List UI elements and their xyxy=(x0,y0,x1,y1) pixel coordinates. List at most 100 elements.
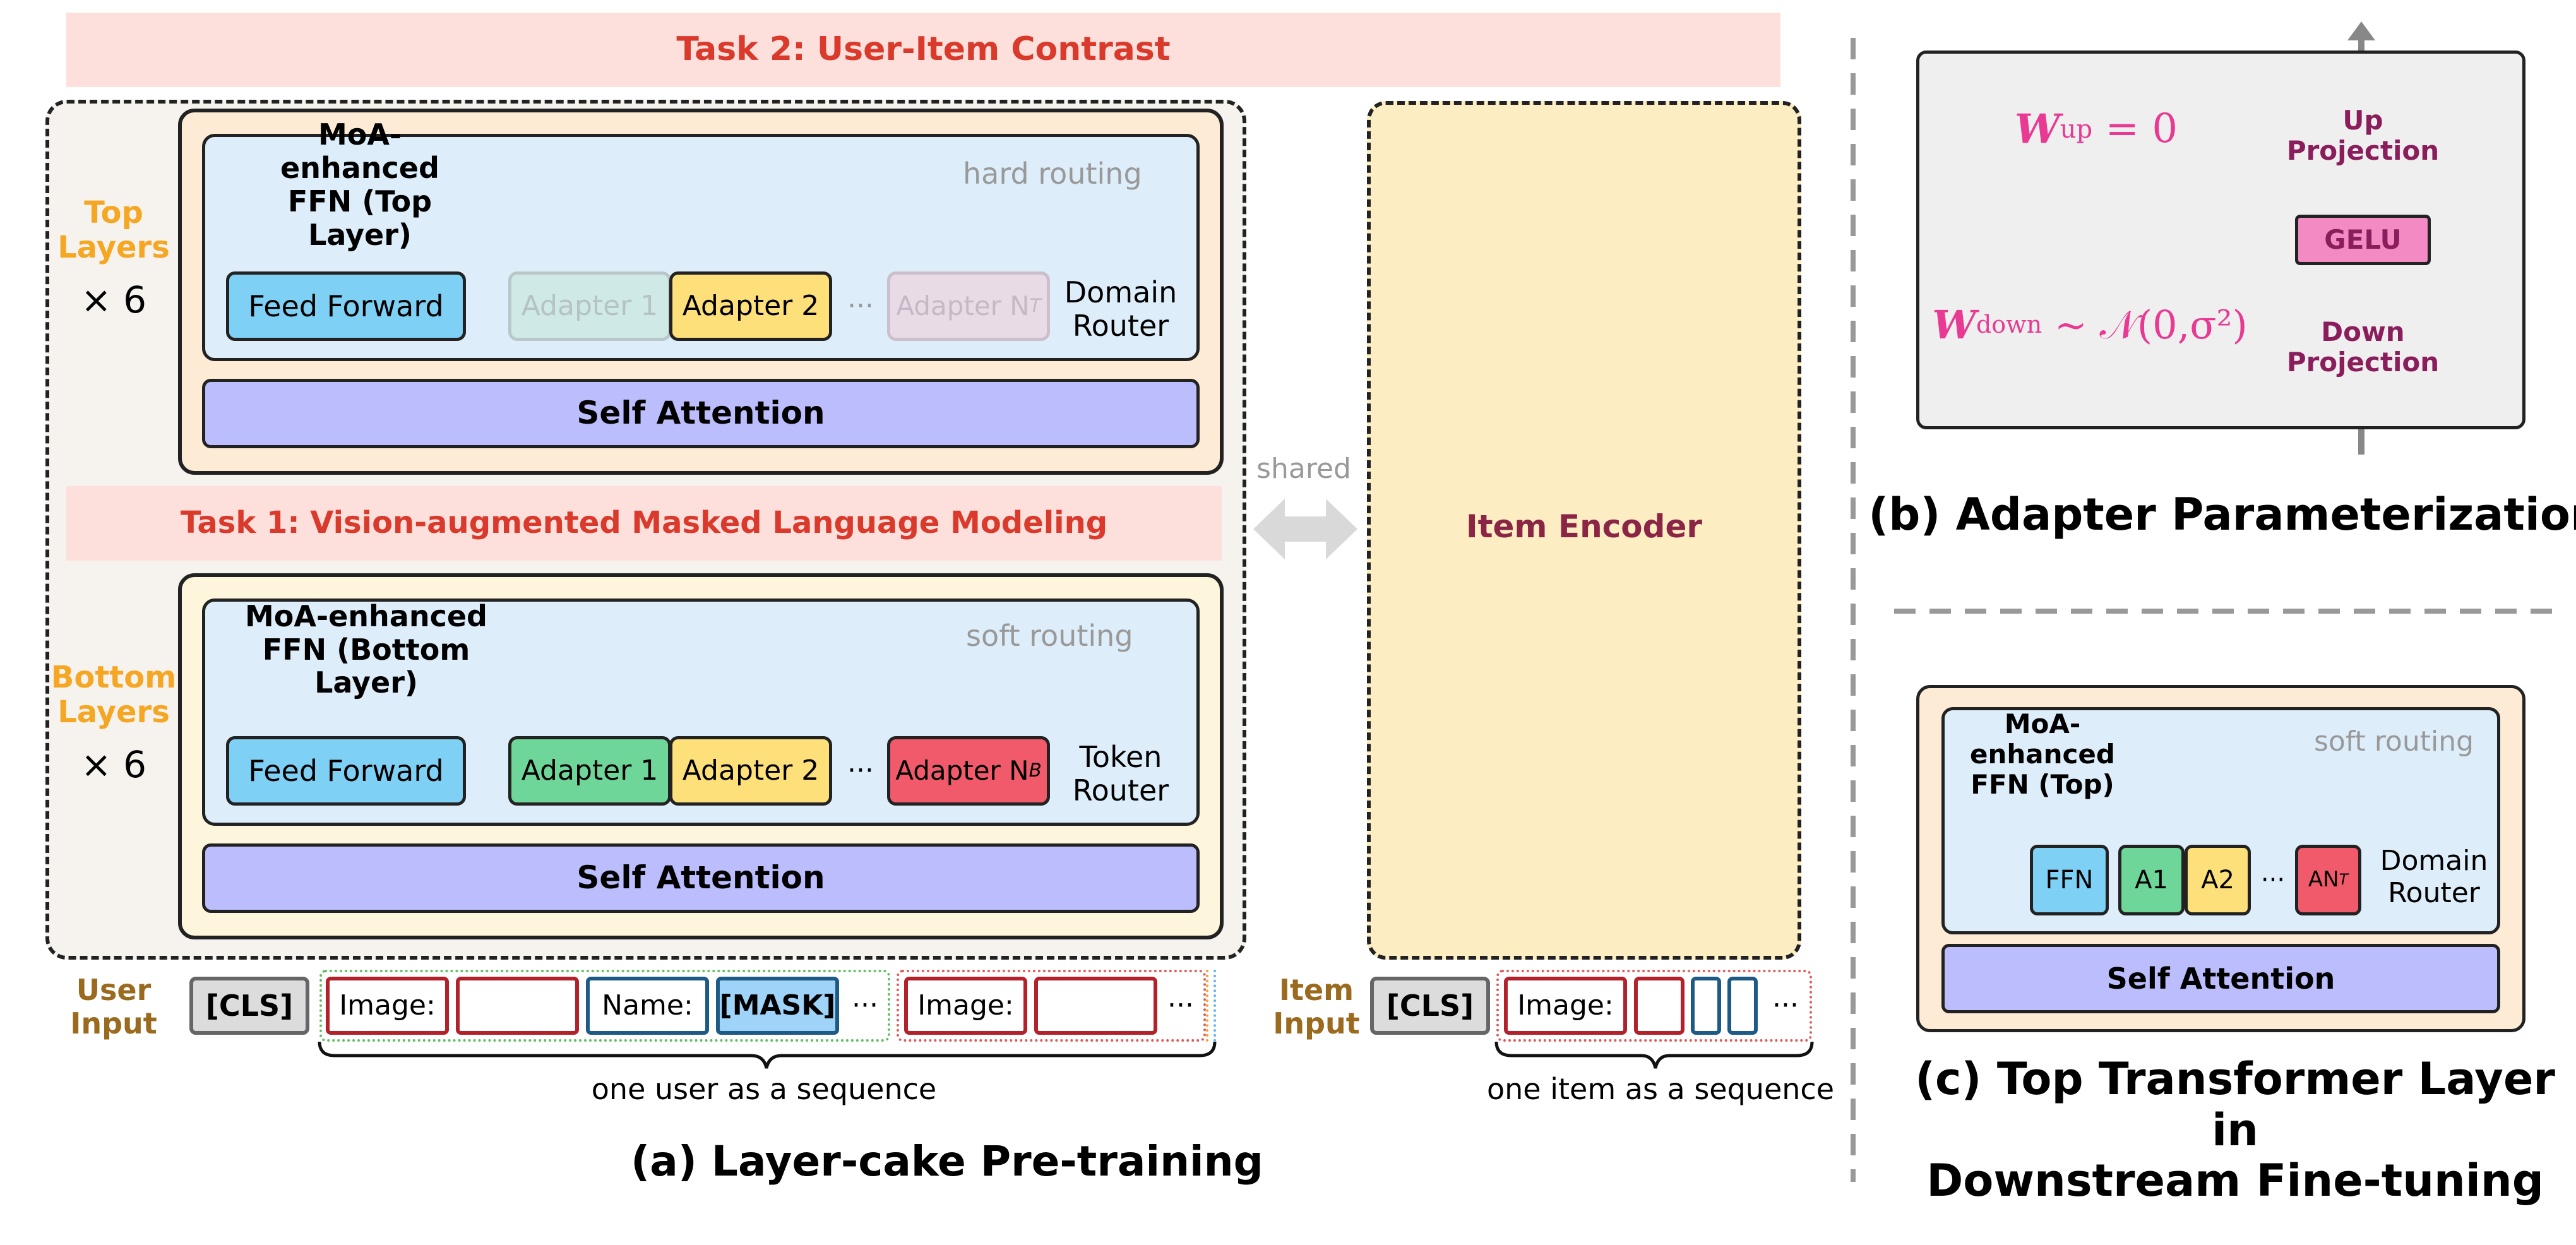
w-down-symbol: W xyxy=(1932,302,1976,348)
panel-c-an-label-subscript: T xyxy=(2339,871,2349,889)
item-token-blank-2 xyxy=(1727,977,1758,1035)
user-mask-token xyxy=(716,977,839,1035)
w-down-subscript: down xyxy=(1976,311,2042,339)
panel-c-self-attention-box xyxy=(1941,944,2500,1013)
panel-c-moa-title: MoA-enhanced FFN (Top) xyxy=(1970,708,2115,801)
user-sequence-brace xyxy=(318,1041,1217,1069)
top-adapterN-box xyxy=(887,271,1050,341)
user-image1-label: Image: xyxy=(339,989,436,1022)
item-sequence-brace xyxy=(1494,1041,1814,1069)
task1-label: Task 1: Vision-augmented Masked Language… xyxy=(180,505,1108,541)
top-routing-label: hard routing xyxy=(963,156,1142,191)
task2-label: Task 2: User-Item Contrast xyxy=(676,30,1171,69)
bottom-adapter2-box xyxy=(669,736,832,806)
user-image2-label: Image: xyxy=(917,989,1014,1022)
top-feed-forward-label: Feed Forward xyxy=(248,289,444,323)
panel-c-ffn-box xyxy=(2030,845,2109,915)
top-layers-count: × 6 xyxy=(81,278,146,321)
user-image2-picture xyxy=(1034,977,1157,1035)
top-adapterN-label-text: Adapter N xyxy=(896,290,1030,321)
user-dots1: ··· xyxy=(852,989,878,1022)
top-layers-label: Top Layers xyxy=(57,194,170,265)
down-projection-label: Down Projection xyxy=(2286,316,2440,378)
user-segment-3-dotted xyxy=(1206,970,1216,1042)
panel-c-an-label-text: AN xyxy=(2308,867,2339,893)
top-feed-forward-box xyxy=(226,271,466,341)
bottom-adapter1-label: Adapter 1 xyxy=(521,754,659,787)
bottom-adapterN-label-text: Adapter N xyxy=(895,754,1029,786)
top-adapter2-label: Adapter 2 xyxy=(682,289,820,322)
bottom-adapterN-box xyxy=(887,736,1050,806)
item-cls-label: [CLS] xyxy=(1386,988,1474,1023)
gelu-box xyxy=(2295,215,2431,265)
item-image-token xyxy=(1504,977,1627,1035)
bottom-self-attention-box xyxy=(202,843,1200,913)
user-cls-token xyxy=(189,977,309,1035)
output-arrow-head xyxy=(2347,21,2375,40)
top-adapter1-box xyxy=(508,271,671,341)
w-up-symbol: W xyxy=(2014,105,2060,153)
top-self-attention-label: Self Attention xyxy=(576,395,825,432)
shared-label: shared xyxy=(1256,452,1351,485)
top-self-attention-box xyxy=(202,379,1200,448)
panel-c-a1-label: A1 xyxy=(2135,866,2168,895)
bottom-layers-count: × 6 xyxy=(81,742,146,786)
bottom-moa-title: MoA-enhanced FFN (Bottom Layer) xyxy=(245,599,487,700)
user-segment-2-dotted xyxy=(897,970,1206,1042)
user-name-token xyxy=(586,977,709,1035)
panel-c-routing-label: soft routing xyxy=(2314,725,2474,758)
bottom-routing-label: soft routing xyxy=(966,618,1133,653)
caption-b: (b) Adapter Parameterization xyxy=(1868,488,2576,540)
bottom-dots: ··· xyxy=(847,754,874,787)
caption-a: (a) Layer-cake Pre-training xyxy=(631,1137,1263,1186)
user-name-label: Name: xyxy=(602,989,693,1022)
item-dots: ··· xyxy=(1772,989,1799,1022)
top-moa-title: MoA-enhanced FFN (Top Layer) xyxy=(280,118,439,252)
top-router-label: Domain Router xyxy=(1064,275,1178,343)
item-input-label: Item Input xyxy=(1273,973,1360,1040)
bottom-self-attention-label: Self Attention xyxy=(576,859,825,897)
item-sequence-caption: one item as a sequence xyxy=(1486,1071,1835,1106)
user-input-label: User Input xyxy=(70,973,157,1040)
panel-c-a2-box xyxy=(2185,845,2251,915)
task2-banner xyxy=(66,13,1780,87)
bottom-router-label: Token Router xyxy=(1072,740,1169,807)
top-adapterN-label-subscript: T xyxy=(1029,295,1041,317)
w-down-distribution: ~ 𝒩(0,σ²) xyxy=(2042,302,2248,348)
panel-c-dots: ··· xyxy=(2260,866,2286,895)
item-segment-dotted xyxy=(1496,970,1812,1042)
item-cls-token xyxy=(1370,977,1490,1035)
top-adapter2-box xyxy=(669,271,832,341)
item-image-picture xyxy=(1634,977,1685,1035)
bottom-adapter1-box xyxy=(508,736,671,806)
caption-c: (c) Top Transformer Layer in Downstream … xyxy=(1915,1053,2555,1207)
panel-c-an-box xyxy=(2295,845,2361,915)
top-dots: ··· xyxy=(847,289,874,322)
panel-c-a1-box xyxy=(2118,845,2185,915)
user-cls-label: [CLS] xyxy=(205,988,294,1023)
shared-double-arrow xyxy=(1253,499,1357,559)
user-mask-label: [MASK] xyxy=(719,989,836,1022)
panel-c-ffn-label: FFN xyxy=(2045,866,2094,895)
bottom-adapter2-label: Adapter 2 xyxy=(682,754,820,787)
item-token-blank-1 xyxy=(1691,977,1721,1035)
top-adapter1-label: Adapter 1 xyxy=(521,289,659,322)
bottom-adapterN-label-subscript: B xyxy=(1029,760,1042,782)
user-sequence-caption: one user as a sequence xyxy=(591,1071,937,1106)
panel-c-router-label: Domain Router xyxy=(2380,845,2488,909)
panel-c-self-attention-label: Self Attention xyxy=(2106,961,2335,996)
item-encoder-label: Item Encoder xyxy=(1465,508,1703,545)
panel-c-a2-label: A2 xyxy=(2201,866,2234,895)
up-projection-label: Up Projection xyxy=(2286,104,2440,166)
bottom-feed-forward-box xyxy=(226,736,466,806)
user-image2-token xyxy=(904,977,1027,1035)
w-up-value: = 0 xyxy=(2092,105,2178,153)
user-image1-picture xyxy=(456,977,579,1035)
bottom-layers-label: Bottom Layers xyxy=(51,659,177,730)
